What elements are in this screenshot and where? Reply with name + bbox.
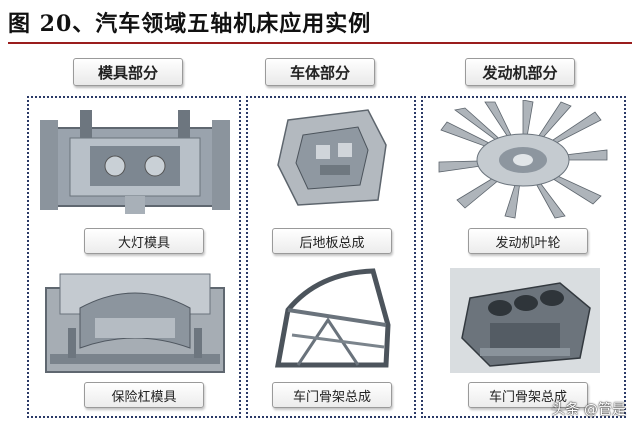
category-engine: 发动机部分 [465,58,575,86]
door-frame-image [268,265,396,375]
rear-floor-caption: 后地板总成 [272,228,392,254]
panel-body [246,96,416,418]
bumper-mold-image [40,268,230,378]
door-frame-caption: 车门骨架总成 [272,382,392,408]
impeller-caption: 发动机叶轮 [468,228,588,254]
bumper-mold-caption: 保险杠模具 [84,382,204,408]
category-body: 车体部分 [265,58,375,86]
engine-block-image [450,268,600,373]
watermark: 头条 @管是 [551,402,626,418]
engine-block-caption: 车门骨架总成 [468,382,588,408]
impeller-image [435,100,611,220]
figure-title: 图 20、汽车领域五轴机床应用实例 [8,11,372,37]
panel-mold [27,96,241,418]
panel-engine [421,96,626,418]
title-divider [8,42,632,44]
headlamp-mold-caption: 大灯模具 [84,228,204,254]
headlamp-mold-image [40,100,230,220]
category-mold: 模具部分 [73,58,183,86]
rear-floor-image [268,105,396,210]
